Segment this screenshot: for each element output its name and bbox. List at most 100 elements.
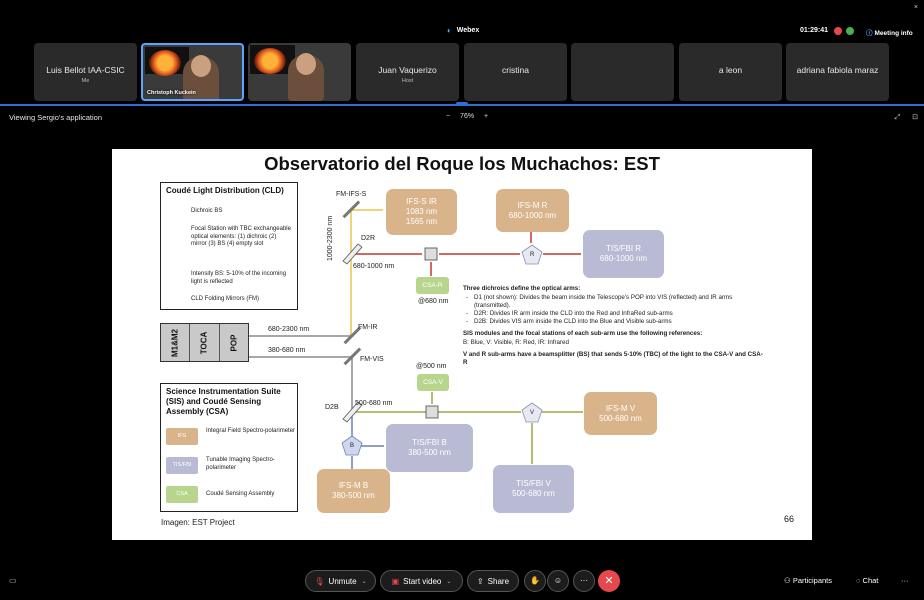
participant-video-tile[interactable]: Christoph Kuckein [141, 43, 244, 101]
shared-slide-thumbnail [145, 47, 189, 76]
chat-button[interactable]: ◌ Chat [856, 576, 879, 585]
participant-role: Me [81, 78, 90, 84]
note-item: D2B: Divides VIS arm inside the CLD into… [466, 318, 763, 326]
participant-role: Host [401, 78, 414, 84]
more-options-button[interactable]: ··· [573, 570, 595, 592]
participant-tile[interactable]: Luis Bellot IAA-CSIC Me [34, 43, 137, 101]
sun-image [254, 48, 286, 74]
legend-chip-csa: CSA [166, 486, 198, 503]
webex-logo-icon: ◐ [446, 26, 452, 35]
label-fm-ifs-s: FM-IFS-S [336, 191, 367, 198]
participant-name: Luis Bellot IAA-CSIC [46, 65, 125, 75]
participant-tile[interactable]: cristina [464, 43, 567, 101]
chevron-down-icon[interactable]: ⌄ [361, 578, 367, 585]
node-r-label: R [530, 252, 535, 258]
strip-resize-handle[interactable] [456, 102, 468, 106]
note-item: D1 (not shown): Divides the beam inside … [466, 294, 763, 310]
notes-heading-beamsplitter: V and R sub-arms have a beamsplitter (BS… [463, 351, 763, 366]
intensity-bs-icon [425, 405, 439, 419]
node-v-label: V [530, 410, 535, 416]
label-d2r: D2R [361, 235, 376, 242]
notes-references: B: Blue, V: Visible, R: Red, IR: Infrare… [463, 339, 569, 346]
share-button[interactable]: ⇪Share [467, 570, 519, 592]
participant-tile[interactable] [571, 43, 674, 101]
close-icon[interactable]: × [913, 4, 918, 11]
mic-muted-icon: 🎙 [314, 576, 325, 586]
viewing-label: Viewing Sergio's application [9, 113, 103, 122]
participant-tile[interactable]: adriana fabiola maraz [786, 43, 889, 101]
zoom-out-button[interactable]: − [446, 113, 451, 120]
slide-title: Observatorio del Roque los Muchachos: ES… [264, 153, 660, 174]
slide-notes: Three dichroics define the optical arms:… [463, 285, 763, 368]
telescope-toca: TOCA [190, 324, 220, 361]
folding-mirror-icon [343, 326, 362, 345]
legend-dichroic-label: Dichroic BS [191, 208, 223, 214]
recording-icon[interactable] [834, 27, 842, 35]
zoom-in-button[interactable]: + [484, 113, 489, 120]
slide-credit: Imagen: EST Project [161, 518, 235, 527]
participant-face [296, 53, 316, 75]
label-at-680: @680 nm [418, 298, 449, 305]
share-icon: ⇪ [476, 576, 484, 586]
dichroic-icon [342, 243, 363, 265]
participant-video-tile[interactable] [248, 43, 351, 101]
app-title: ◐Webex [0, 26, 924, 35]
csa-r-module: CSA-R [416, 277, 449, 294]
intensity-bs-icon [424, 247, 438, 261]
label-range-500-680: 500-680 nm [355, 400, 393, 407]
node-b-label: B [350, 443, 355, 449]
cld-legend-title: Coudé Light Distribution (CLD) [166, 186, 284, 195]
sun-image [149, 50, 181, 76]
label-range-380-680: 380-680 nm [268, 347, 306, 354]
participant-tile[interactable]: Juan Vaquerizo Host [356, 43, 459, 101]
annotate-icon[interactable]: ⊡ [912, 114, 918, 121]
ifs-m-b-module: IFS-M B 380-500 nm [317, 469, 390, 513]
legend-tis-label: Tunable Imaging Spectro-polarimeter [206, 457, 275, 471]
raise-hand-icon[interactable]: ✋ [524, 570, 546, 592]
tis-fbi-v-module: TIS/FBI V 500-680 nm [493, 465, 574, 513]
legend-chip-ifs: IFS [166, 428, 198, 445]
participant-strip: Luis Bellot IAA-CSIC Me Christoph Kuckei… [0, 43, 924, 103]
participant-face [191, 55, 211, 77]
dichroic-icon [342, 401, 363, 423]
view-tools: ⤢ ⊡ [885, 113, 918, 122]
participants-button[interactable]: ⚇ Participants [784, 576, 832, 585]
label-fm-ir: FM-IR [358, 324, 378, 331]
participant-tile[interactable]: a leon [679, 43, 782, 101]
captions-icon[interactable]: ▭ [9, 576, 17, 585]
shared-slide-thumbnail [250, 45, 296, 74]
leave-meeting-button[interactable]: ✕ [598, 570, 620, 592]
focal-station-v-icon [521, 402, 543, 423]
legend-intensity-bs-label: Intensity BS: 5-10% of the incoming ligh… [191, 271, 287, 285]
reactions-icon[interactable]: ☺ [547, 570, 569, 592]
label-range-680-1000: 680-1000 nm [353, 263, 395, 270]
shared-slide: Observatorio del Roque los Muchachos: ES… [112, 149, 812, 540]
meeting-timer: 01:29:41 [800, 27, 829, 34]
cld-legend-box: Coudé Light Distribution (CLD) Dichroic … [160, 182, 298, 310]
ifs-s-ir-module: IFS-S IR 1083 nm 1565 nm [386, 189, 457, 235]
unmute-button[interactable]: 🎙Unmute⌄ [305, 570, 376, 592]
camera-off-icon: ▣ [391, 576, 400, 586]
ifs-m-r-module: IFS-M R 680-1000 nm [496, 189, 569, 232]
chevron-down-icon[interactable]: ⌄ [446, 578, 452, 585]
tis-fbi-r-module: TIS/FBI R 680-1000 nm [583, 230, 664, 278]
zoom-control: − 76% + [442, 113, 492, 120]
zoom-level: 76% [460, 113, 475, 120]
start-video-button[interactable]: ▣Start video⌄ [380, 570, 463, 592]
participant-name: a leon [718, 65, 743, 75]
notes-list: D1 (not shown): Divides the beam inside … [463, 294, 763, 326]
more-menu-icon[interactable]: ··· [901, 576, 909, 585]
legend-csa-label: Coudé Sensing Assembly [206, 491, 275, 497]
network-status-icon[interactable] [846, 27, 854, 35]
focal-station-r-icon [521, 244, 543, 265]
fit-view-icon[interactable]: ⤢ [894, 114, 901, 121]
chat-icon: ◌ [856, 576, 863, 585]
sis-legend-title: Science Instrumentation Suite (SIS) and … [166, 387, 281, 416]
participant-name: adriana fabiola maraz [796, 65, 879, 75]
sis-legend-box: Science Instrumentation Suite (SIS) and … [160, 383, 298, 512]
participant-name: Juan Vaquerizo [378, 65, 437, 75]
telescope-m1m2: M1&M2 [161, 324, 191, 361]
telescope-pop: POP [219, 324, 248, 361]
